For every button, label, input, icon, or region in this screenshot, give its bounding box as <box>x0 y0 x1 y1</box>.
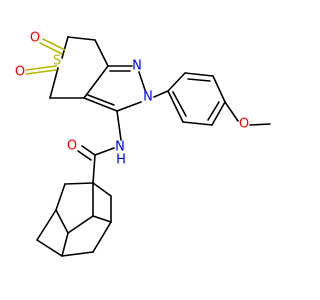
pyrazole-n2-label: N <box>143 90 153 105</box>
sulfonyl-oxygen-top-label: O <box>30 31 40 46</box>
pyrazole-ring-bonds <box>83 65 146 112</box>
adamantane-bonds <box>36 182 112 257</box>
molecule-structure-diagram: S O O N N N H O O <box>15 31 271 257</box>
sulfonyl-oxygen-bonds <box>25 38 66 75</box>
atom-labels: S O O N N N H O O <box>15 31 249 168</box>
sulfone-ring-bonds <box>49 36 109 99</box>
methoxyphenyl-bonds <box>153 72 271 126</box>
sulfonyl-oxygen-left-label: O <box>15 65 25 80</box>
amide-nitrogen-label: N <box>115 140 125 155</box>
pyrazole-n1-label: N <box>132 59 142 74</box>
amide-hydrogen-label: H <box>116 153 126 168</box>
methoxy-oxygen-label: O <box>239 117 249 132</box>
carbonyl-oxygen-label: O <box>67 139 77 154</box>
amide-bonds <box>77 110 122 184</box>
sulfur-atom-label: S <box>53 54 61 69</box>
